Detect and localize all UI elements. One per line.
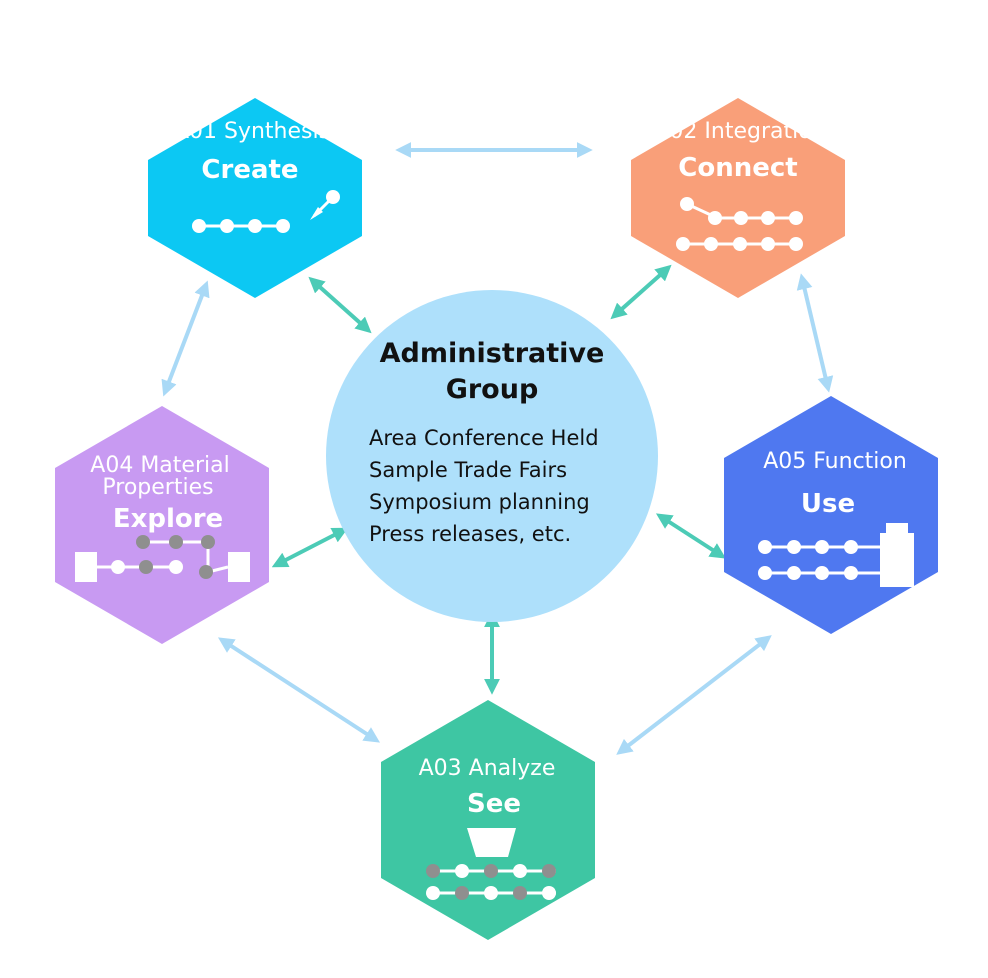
center-title-line2: Group (446, 374, 539, 405)
center-item: Symposium planning (369, 490, 590, 514)
a05-use-icon (758, 523, 914, 587)
arrow-center-a01 (308, 276, 372, 334)
a01-synthesis-node: A01 Synthesis Create (148, 98, 362, 298)
center-circle (326, 290, 658, 622)
arrow-center-a02 (610, 264, 672, 320)
center-item: Press releases, etc. (369, 522, 571, 546)
a01-verb: Create (201, 155, 298, 185)
arrow-a02-a05 (796, 273, 834, 393)
a02-integration-node: A02 Integration Connect (631, 98, 845, 298)
a05-function-node: A05 Function Use (724, 396, 938, 634)
a02-code: A02 Integration (654, 119, 825, 144)
a04-code-line2: Properties (102, 475, 213, 500)
arrow-a01-a04 (161, 280, 210, 397)
arrow-a05-a03 (616, 635, 772, 755)
a03-see-icon (426, 828, 556, 900)
center-title-line1: Administrative (380, 338, 605, 369)
arrow-center-a05 (655, 513, 727, 559)
administrative-group-node: Administrative Group Area Conference Hel… (326, 290, 658, 622)
a04-verb: Explore (113, 504, 223, 534)
a03-analyze-node: A03 Analyze See (381, 700, 595, 940)
center-item: Area Conference Held (369, 426, 599, 450)
a01-hexagon (148, 98, 362, 298)
a04-explore-icon (75, 535, 250, 582)
arrow-a04-a03 (217, 637, 381, 743)
a01-create-icon (192, 190, 340, 233)
a02-connect-icon (676, 197, 803, 251)
a05-code: A05 Function (763, 449, 907, 474)
a04-hexagon (55, 406, 269, 644)
a02-verb: Connect (678, 153, 797, 183)
a01-code: A01 Synthesis (174, 119, 330, 144)
a03-hexagon (381, 700, 595, 940)
a03-verb: See (467, 789, 521, 819)
a05-verb: Use (801, 489, 855, 519)
a04-code-line1: A04 Material (90, 453, 229, 478)
group-connectors (161, 142, 834, 755)
arrow-center-a04 (271, 527, 349, 568)
a03-code: A03 Analyze (419, 756, 556, 781)
center-item: Sample Trade Fairs (369, 458, 567, 482)
a04-material-properties-node: A04 Material Properties Explore (55, 406, 269, 644)
center-connectors (271, 264, 727, 695)
